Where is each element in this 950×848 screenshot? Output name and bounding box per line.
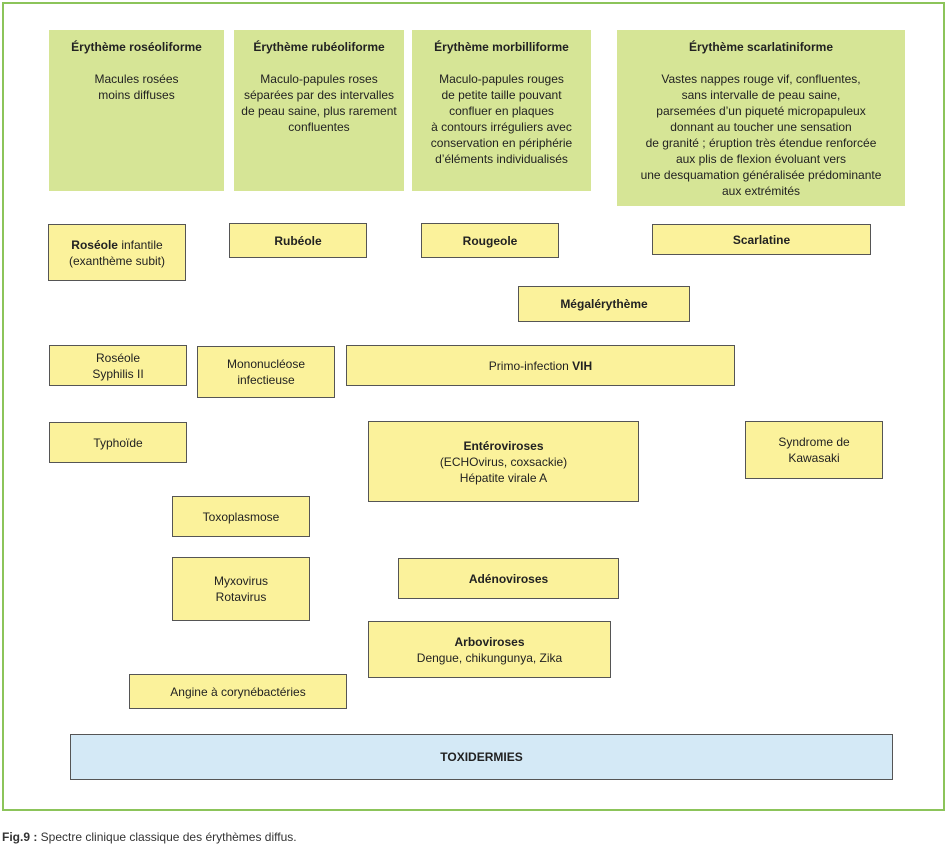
box-mononucleose: Mononucléose infectieuse [197,346,335,398]
box-myxovirus: Myxovirus Rotavirus [172,557,310,621]
box-megalerytheme: Mégalérythème [518,286,690,322]
header-title: Érythème rubéoliforme [253,40,385,54]
box-rubeole: Rubéole [229,223,367,258]
angine-label: Angine à corynébactéries [170,684,306,699]
header-rubeoliforme: Érythème rubéoliforme Maculo-papules ros… [234,30,404,191]
toxidermies-label: TOXIDERMIES [440,750,523,764]
box-kawasaki: Syndrome de Kawasaki [745,421,883,479]
box-rougeole: Rougeole [421,223,559,258]
primo-vih-text: Primo-infection [488,358,573,373]
enteroviroses-line2: (ECHOvirus, coxsackie) [439,454,568,469]
megalerytheme-label: Mégalérythème [560,297,648,311]
roseole-syphilis-line1: Roséole [95,350,141,365]
primo-vih-bold: VIH [572,358,593,373]
caption-text: Spectre clinique classique des érythèmes… [37,830,297,844]
box-adenoviroses: Adénoviroses [398,558,619,599]
roseole-rest: infantile [117,237,163,252]
header-title: Érythème morbilliforme [434,40,569,54]
box-typhoide: Typhoïde [49,422,187,463]
rougeole-label: Rougeole [462,233,518,248]
box-scarlatine: Scarlatine [652,224,871,255]
header-desc: Maculo-papules roses séparées par des in… [241,72,397,134]
enteroviroses-title: Entéroviroses [463,438,544,453]
box-arboviroses: Arboviroses Dengue, chikungunya, Zika [368,621,611,678]
toxoplasmose-label: Toxoplasmose [202,509,280,524]
header-title: Érythème roséoliforme [71,40,202,54]
arboviroses-title: Arboviroses [454,634,525,649]
myxovirus-line1: Myxovirus [213,574,268,588]
box-toxidermies: TOXIDERMIES [70,734,893,780]
roseole-line2: (exanthème subit) [68,253,166,268]
header-desc: Vastes nappes rouge vif, confluentes, sa… [640,72,882,198]
header-title: Érythème scarlatiniforme [688,40,834,54]
header-desc: Maculo-papules rouges de petite taille p… [430,72,573,166]
diagram-frame [2,2,945,811]
kawasaki-line2: Kawasaki [788,451,840,465]
mononucleose-line2: infectieuse [237,373,295,387]
scarlatine-label: Scarlatine [732,232,791,247]
box-primo-vih: Primo-infection VIH [346,345,735,386]
box-toxoplasmose: Toxoplasmose [172,496,310,537]
typhoide-label: Typhoïde [93,435,143,450]
header-roseoliforme: Érythème roséoliforme Macules rosées moi… [49,30,224,191]
myxovirus-line2: Rotavirus [215,590,267,604]
mononucleose-line1: Mononucléose [226,357,306,371]
caption-fig-number: Fig.9 : [2,830,38,844]
rubeole-label: Rubéole [274,233,322,248]
enteroviroses-line3: Hépatite virale A [459,470,548,485]
figure-caption: Fig.9 : Spectre clinique classique des é… [2,830,297,844]
header-scarlatiniforme: Érythème scarlatiniforme Vastes nappes r… [617,30,905,206]
arboviroses-line2: Dengue, chikungunya, Zika [416,650,563,665]
roseole-syphilis-line2: Syphilis II [92,366,144,381]
box-roseole-infantile: Roséole infantile (exanthème subit) [48,224,186,281]
header-morbilliforme: Érythème morbilliforme Maculo-papules ro… [412,30,591,191]
kawasaki-line1: Syndrome de [778,435,850,449]
box-roseole-syphilis: Roséole Syphilis II [49,345,187,386]
header-desc: Macules rosées moins diffuses [94,72,179,102]
box-enteroviroses: Entéroviroses (ECHOvirus, coxsackie) Hép… [368,421,639,502]
box-angine: Angine à corynébactéries [129,674,347,709]
roseole-bold: Roséole [71,237,118,252]
adenoviroses-label: Adénoviroses [468,571,549,586]
